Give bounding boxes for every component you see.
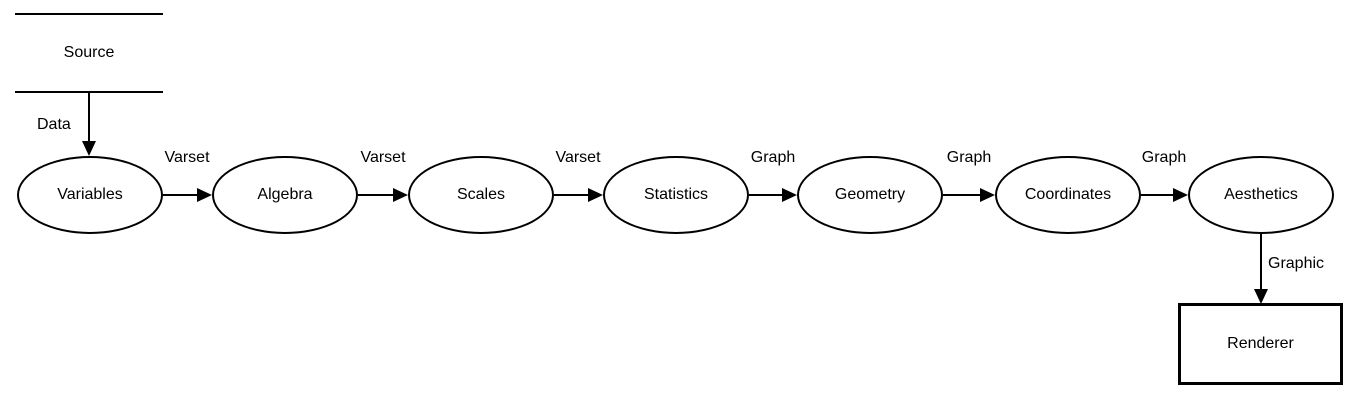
arrowhead-icon	[588, 188, 603, 202]
edge-label-varset: Varset	[164, 149, 210, 166]
arrow-line	[749, 194, 783, 196]
edge-label-data: Data	[37, 116, 71, 133]
node-label: Algebra	[257, 186, 313, 203]
arrow-line	[554, 194, 589, 196]
edge-label-varset: Varset	[360, 149, 406, 166]
node-statistics: Statistics	[603, 156, 749, 234]
graphic-arrowhead-icon	[1254, 289, 1268, 304]
edge-label-graph: Graph	[946, 149, 992, 166]
arrowhead-icon	[197, 188, 212, 202]
data-arrowhead-icon	[82, 141, 96, 156]
edge-label-varset: Varset	[555, 149, 601, 166]
node-label: Scales	[456, 186, 506, 203]
arrow-line	[163, 194, 198, 196]
arrow-line	[1141, 194, 1174, 196]
node-label: Aesthetics	[1224, 186, 1298, 203]
renderer-label: Renderer	[1227, 335, 1294, 352]
source-label: Source	[63, 44, 115, 61]
arrowhead-icon	[1173, 188, 1188, 202]
node-aesthetics: Aesthetics	[1188, 156, 1334, 234]
node-coordinates: Coordinates	[995, 156, 1141, 234]
edge-label-graph: Graph	[1141, 149, 1187, 166]
arrowhead-icon	[980, 188, 995, 202]
source-node: Source	[15, 13, 163, 93]
arrow-line	[358, 194, 394, 196]
node-label: Geometry	[834, 186, 906, 203]
node-algebra: Algebra	[212, 156, 358, 234]
node-label: Coordinates	[1024, 186, 1112, 203]
node-scales: Scales	[408, 156, 554, 234]
edge-label-graphic: Graphic	[1268, 255, 1325, 272]
node-geometry: Geometry	[797, 156, 943, 234]
node-variables: Variables	[17, 156, 163, 234]
data-arrow-line	[88, 93, 90, 141]
edge-label-graph: Graph	[750, 149, 796, 166]
arrow-line	[943, 194, 981, 196]
arrowhead-icon	[393, 188, 408, 202]
node-label: Statistics	[643, 186, 708, 203]
node-label: Variables	[57, 186, 123, 203]
graphic-arrow-line	[1260, 234, 1262, 289]
arrowhead-icon	[782, 188, 797, 202]
node-renderer: Renderer	[1178, 303, 1343, 385]
